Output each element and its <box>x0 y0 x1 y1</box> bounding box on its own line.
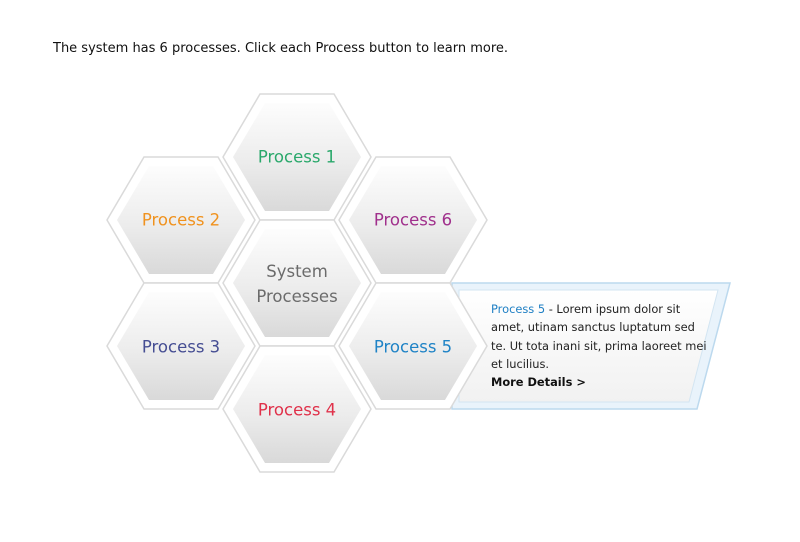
process-2-button[interactable]: Process 2 <box>106 156 256 284</box>
system-processes-label-line1: System <box>266 262 328 281</box>
process-5-button[interactable]: Process 5 <box>338 282 488 410</box>
process-1-button[interactable]: Process 1 <box>222 93 372 221</box>
callout-description: - Lorem ipsum dolor sit amet, utinam san… <box>491 302 707 371</box>
system-processes-hub: System Processes <box>222 219 372 347</box>
process-3-button[interactable]: Process 3 <box>106 282 256 410</box>
callout-process-name: Process 5 <box>491 302 546 316</box>
process-2-label: Process 2 <box>142 211 220 230</box>
process-6-button[interactable]: Process 6 <box>338 156 488 284</box>
system-processes-label-line2: Processes <box>256 287 337 306</box>
process-3-label: Process 3 <box>142 338 220 357</box>
process-5-label: Process 5 <box>374 338 452 357</box>
more-details-link[interactable]: More Details > <box>491 375 586 390</box>
process-1-label: Process 1 <box>258 148 336 167</box>
process-5-callout-text: Process 5 - Lorem ipsum dolor sit amet, … <box>491 300 711 391</box>
process-4-button[interactable]: Process 4 <box>222 345 372 473</box>
process-4-label: Process 4 <box>258 401 336 420</box>
process-6-label: Process 6 <box>374 211 452 230</box>
process-5-callout-panel <box>451 282 731 410</box>
instructions-text: The system has 6 processes. Click each P… <box>53 41 509 56</box>
